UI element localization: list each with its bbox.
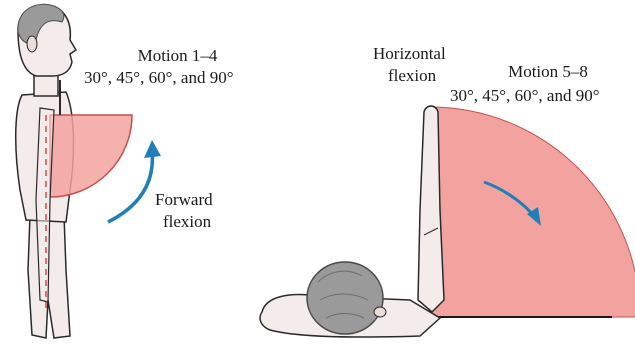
left-motion-title: Motion 1–4 [110,46,245,66]
left-movement-label-line2: flexion [163,212,211,232]
standing-ear [27,36,37,52]
lying-ear [374,307,386,317]
right-movement-label-line1: Horizontal [373,44,446,64]
forward-flexion-sector [50,115,132,197]
lying-head [307,262,383,334]
right-motion-title: Motion 5–8 [478,62,618,82]
right-angles-label: 30°, 45°, 60°, and 90° [450,86,600,106]
left-movement-label-line1: Forward [155,190,213,210]
right-movement-label-line2: flexion [388,66,436,86]
left-angles-label: 30°, 45°, 60°, and 90° [84,68,234,88]
forward-flexion-arrowhead-icon [144,140,161,158]
